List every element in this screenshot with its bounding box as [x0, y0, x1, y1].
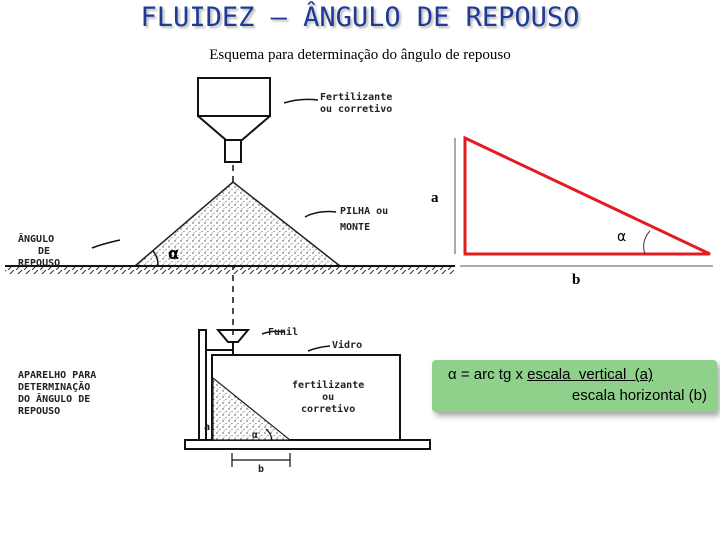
sketch-alpha: α [168, 244, 179, 263]
label-corretivo-2: corretivo [301, 404, 356, 415]
funnel-cone [215, 329, 251, 343]
label-monte: MONTE [340, 222, 371, 233]
triangle-label-alpha: α [617, 229, 627, 245]
label-ou-2: ou [322, 392, 335, 403]
page-subtitle: Esquema para determinação do ângulo de r… [209, 47, 511, 63]
label-do-angulo-de: DO ÂNGULO DE [18, 394, 91, 405]
label-de: DE [38, 246, 51, 257]
label-small-b: b [258, 464, 265, 475]
right-triangle [463, 135, 711, 256]
label-small-a: a [204, 422, 211, 433]
label-fertilizante: Fertilizante [320, 92, 393, 103]
arrow-funil [261, 330, 285, 335]
label-ou-corretivo: ou corretivo [320, 104, 393, 115]
arrow-vidro [307, 345, 331, 352]
ground-hatch [5, 267, 455, 274]
arrow-fertilizante [283, 98, 319, 104]
page-title: FLUIDEZ – ÂNGULO DE REPOUSO [140, 2, 580, 33]
label-aparelho-para: APARELHO PARA [18, 370, 97, 381]
triangle-label-b: b [572, 272, 581, 288]
small-angle-arc [265, 428, 273, 441]
formula-prefix: = arc tg x [456, 366, 528, 383]
formula-alpha: α [448, 366, 457, 383]
formula-numerator: escala vertical (a) [527, 366, 653, 383]
formula-denominator: escala horizontal (b) [571, 387, 707, 404]
hopper-cone [197, 115, 271, 141]
angle-arc [152, 250, 159, 267]
hopper-body [197, 77, 271, 117]
label-pilha-ou: PILHA ou [340, 206, 389, 217]
formula-line-1: α = arc tg x escala vertical (a) [448, 366, 653, 383]
label-determinacao: DETERMINAÇÃO [18, 382, 91, 393]
label-small-alpha: α [252, 430, 259, 441]
pile-monte [132, 181, 343, 267]
label-vidro: Vidro [332, 340, 363, 351]
apparatus-base [184, 439, 431, 450]
label-repouso-2: REPOUSO [18, 406, 61, 417]
label-angulo: ÂNGULO [18, 234, 55, 245]
triangle-angle-arc [643, 230, 651, 255]
label-fertilizante-2: fertilizante [292, 380, 365, 391]
arrow-pilha [304, 210, 337, 218]
triangle-label-a: a [431, 190, 439, 206]
label-repouso: REPOUSO [18, 258, 61, 269]
label-funil: Funil [268, 327, 299, 338]
small-pile [212, 376, 292, 441]
arrow-angulo [91, 239, 121, 249]
formula-box: α = arc tg x escala vertical (a) escala … [432, 360, 717, 412]
hopper-spout [224, 139, 242, 163]
